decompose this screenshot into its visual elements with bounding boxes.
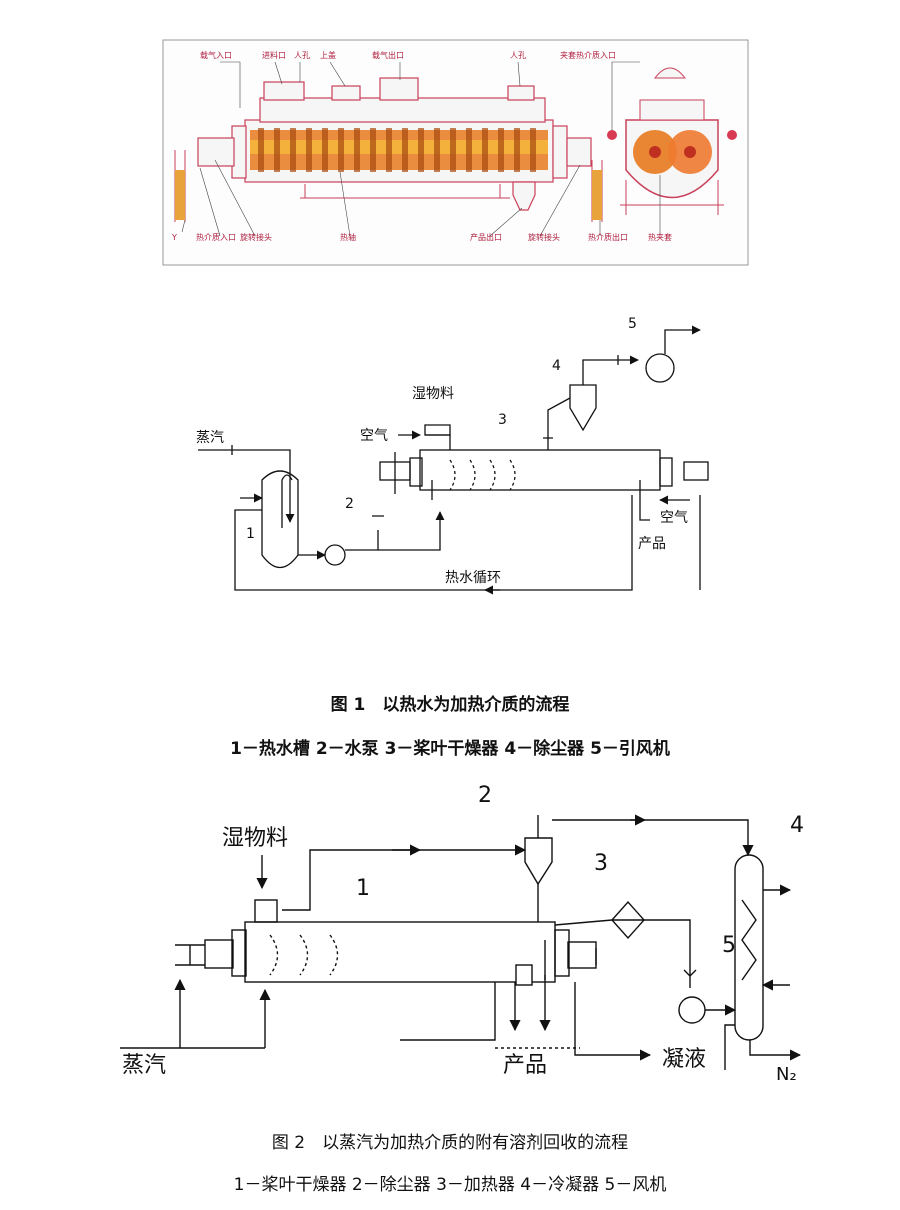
figure-1-diagram: 1 2 3 4 5 蒸汽 湿物料 空气 空气 产品 热水循环 xyxy=(196,316,709,595)
label-feed: 进料口 xyxy=(262,50,286,60)
figure-2-diagram: 1 2 3 4 5 湿物料 蒸汽 产品 凝液 N₂ xyxy=(120,783,804,1085)
label-carrier-out: 载气出口 xyxy=(372,50,404,60)
fig1-label-wet-material: 湿物料 xyxy=(412,386,454,402)
fig1-label-hot-water-loop: 热水循环 xyxy=(445,570,501,586)
label-heat-in: 热介质入口 xyxy=(196,232,236,242)
fig2-num-2: 2 xyxy=(478,783,492,808)
label-top-cover: 上盖 xyxy=(320,50,336,60)
fig2-label-product: 产品 xyxy=(503,1053,547,1078)
dryer-equipment-drawing: 载气入口 进料口 人孔 上盖 载气出口 人孔 夹套热介质入口 Y 热介质入口 旋… xyxy=(162,39,749,266)
fig1-label-steam: 蒸汽 xyxy=(196,430,224,446)
label-hot-shaft: 热轴 xyxy=(340,232,356,242)
label-jacket-in: 夹套热介质入口 xyxy=(560,50,616,60)
fan xyxy=(678,996,706,1024)
fig1-label-air-out: 空气 xyxy=(660,510,688,526)
fig2-num-1: 1 xyxy=(356,876,370,901)
paddle-dryer xyxy=(419,449,661,491)
dust-collector-2 xyxy=(524,837,553,886)
fig2-num-4: 4 xyxy=(790,813,804,838)
fig2-num-3: 3 xyxy=(594,851,608,876)
dust-collector xyxy=(569,384,597,432)
figure-2-caption: 图 2 以蒸汽为加热介质的附有溶剂回收的流程 xyxy=(271,1133,629,1153)
fig1-label-air-in: 空气 xyxy=(360,428,388,444)
water-pump xyxy=(324,544,346,566)
label-rotary-joint-2: 旋转接头 xyxy=(528,232,560,242)
fig2-label-condensate: 凝液 xyxy=(662,1047,706,1072)
label-y-mark: Y xyxy=(171,233,177,242)
fig1-num-4: 4 xyxy=(552,358,561,374)
figure-1-caption: 图 1 以热水为加热介质的流程 xyxy=(330,695,570,715)
paddle-dryer-2 xyxy=(244,921,556,983)
fig1-num-1: 1 xyxy=(246,526,255,542)
label-carrier-in: 载气入口 xyxy=(200,50,232,60)
label-rotary-joint-1: 旋转接头 xyxy=(240,232,272,242)
hot-water-tank xyxy=(261,470,299,569)
label-product-out: 产品出口 xyxy=(470,232,502,242)
dryer-end-view xyxy=(607,67,737,215)
fig1-num-3: 3 xyxy=(498,412,507,428)
label-jacket: 热夹套 xyxy=(648,232,672,242)
fig2-num-5: 5 xyxy=(722,933,736,958)
fig2-label-n2: N₂ xyxy=(776,1064,797,1085)
induced-draft-fan xyxy=(645,353,675,383)
label-heat-out: 热介质出口 xyxy=(588,232,628,242)
fig1-label-product: 产品 xyxy=(638,536,666,552)
fig2-label-steam: 蒸汽 xyxy=(122,1053,166,1078)
figure-1-legend: 1－热水槽 2－水泵 3－桨叶干燥器 4－除尘器 5－引风机 xyxy=(230,739,670,759)
label-manhole-2: 人孔 xyxy=(510,51,526,60)
fig2-label-wet-material: 湿物料 xyxy=(222,826,288,851)
paddle-blades xyxy=(258,128,536,172)
label-manhole-1: 人孔 xyxy=(294,51,310,60)
fig1-num-2: 2 xyxy=(345,496,354,512)
fig1-num-5: 5 xyxy=(628,316,637,332)
figure-2-legend: 1－桨叶干燥器 2－除尘器 3－加热器 4－冷凝器 5－风机 xyxy=(233,1175,667,1195)
condenser xyxy=(734,854,764,1041)
